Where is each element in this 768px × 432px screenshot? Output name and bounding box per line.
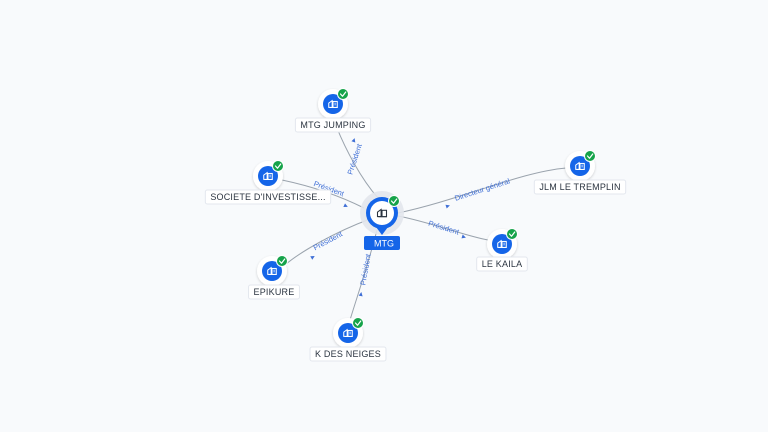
check-badge-icon: [352, 317, 364, 329]
check-badge-icon: [584, 150, 596, 162]
node-jlm[interactable]: JLM LE TREMPLIN: [533, 150, 627, 195]
building-icon: [376, 208, 388, 218]
edge-relation-label: Président: [345, 142, 364, 176]
edge-relation-label: Directeur général: [453, 176, 511, 202]
edge-line: [284, 218, 371, 266]
edge-line: [397, 215, 489, 241]
node-label[interactable]: JLM LE TREMPLIN: [533, 179, 627, 195]
node-label[interactable]: SOCIETE D'INVESTISSE...: [204, 189, 332, 205]
edge-relation-label: Président: [312, 229, 345, 252]
edge-arrow: [310, 256, 315, 260]
node-label[interactable]: EPIKURE: [248, 284, 300, 300]
node-label-text: EPIKURE: [254, 287, 295, 297]
edge-line: [281, 179, 365, 209]
edge-arrow: [445, 204, 450, 209]
center-node-label[interactable]: MTG: [364, 236, 400, 250]
node-label[interactable]: MTG JUMPING: [294, 117, 372, 133]
edge-le-kaila: Président: [397, 215, 489, 241]
center-node[interactable]: MTG: [360, 191, 404, 250]
building-icon: [263, 171, 273, 180]
node-label-text: LE KAILA: [482, 259, 523, 269]
building-icon: [575, 161, 585, 170]
node-label[interactable]: LE KAILA: [476, 256, 528, 272]
node-le-kaila[interactable]: LE KAILA: [476, 228, 528, 272]
node-label-text: SOCIETE D'INVESTISSE...: [210, 192, 325, 202]
edge-epikure: Président: [284, 218, 371, 266]
node-epikure[interactable]: EPIKURE: [248, 255, 300, 300]
edge-relation-label: Président: [358, 252, 373, 286]
building-icon: [497, 239, 507, 248]
check-badge-icon: [337, 88, 349, 100]
edge-arrow: [358, 292, 363, 297]
check-badge-icon: [272, 160, 284, 172]
node-mtg-jumping[interactable]: MTG JUMPING: [294, 88, 372, 133]
edge-line: [397, 167, 567, 214]
node-label-text: JLM LE TREMPLIN: [539, 182, 620, 192]
edge-relation-label: Président: [427, 219, 461, 237]
node-label[interactable]: K DES NEIGES: [309, 346, 387, 362]
node-k-des-neiges[interactable]: K DES NEIGES: [309, 317, 387, 362]
node-societe[interactable]: SOCIETE D'INVESTISSE...: [204, 160, 332, 205]
node-label-text: K DES NEIGES: [315, 349, 381, 359]
building-icon: [267, 266, 277, 275]
node-label-text: MTG JUMPING: [300, 120, 365, 130]
building-icon: [328, 99, 338, 108]
building-icon: [343, 328, 353, 337]
edge-arrow: [343, 203, 348, 207]
check-badge-icon: [506, 228, 518, 240]
center-label-text: MTG: [374, 239, 394, 249]
check-badge-icon: [388, 195, 400, 207]
edge-arrow: [351, 138, 356, 143]
edge-arrow: [461, 234, 466, 239]
check-badge-icon: [276, 255, 288, 267]
